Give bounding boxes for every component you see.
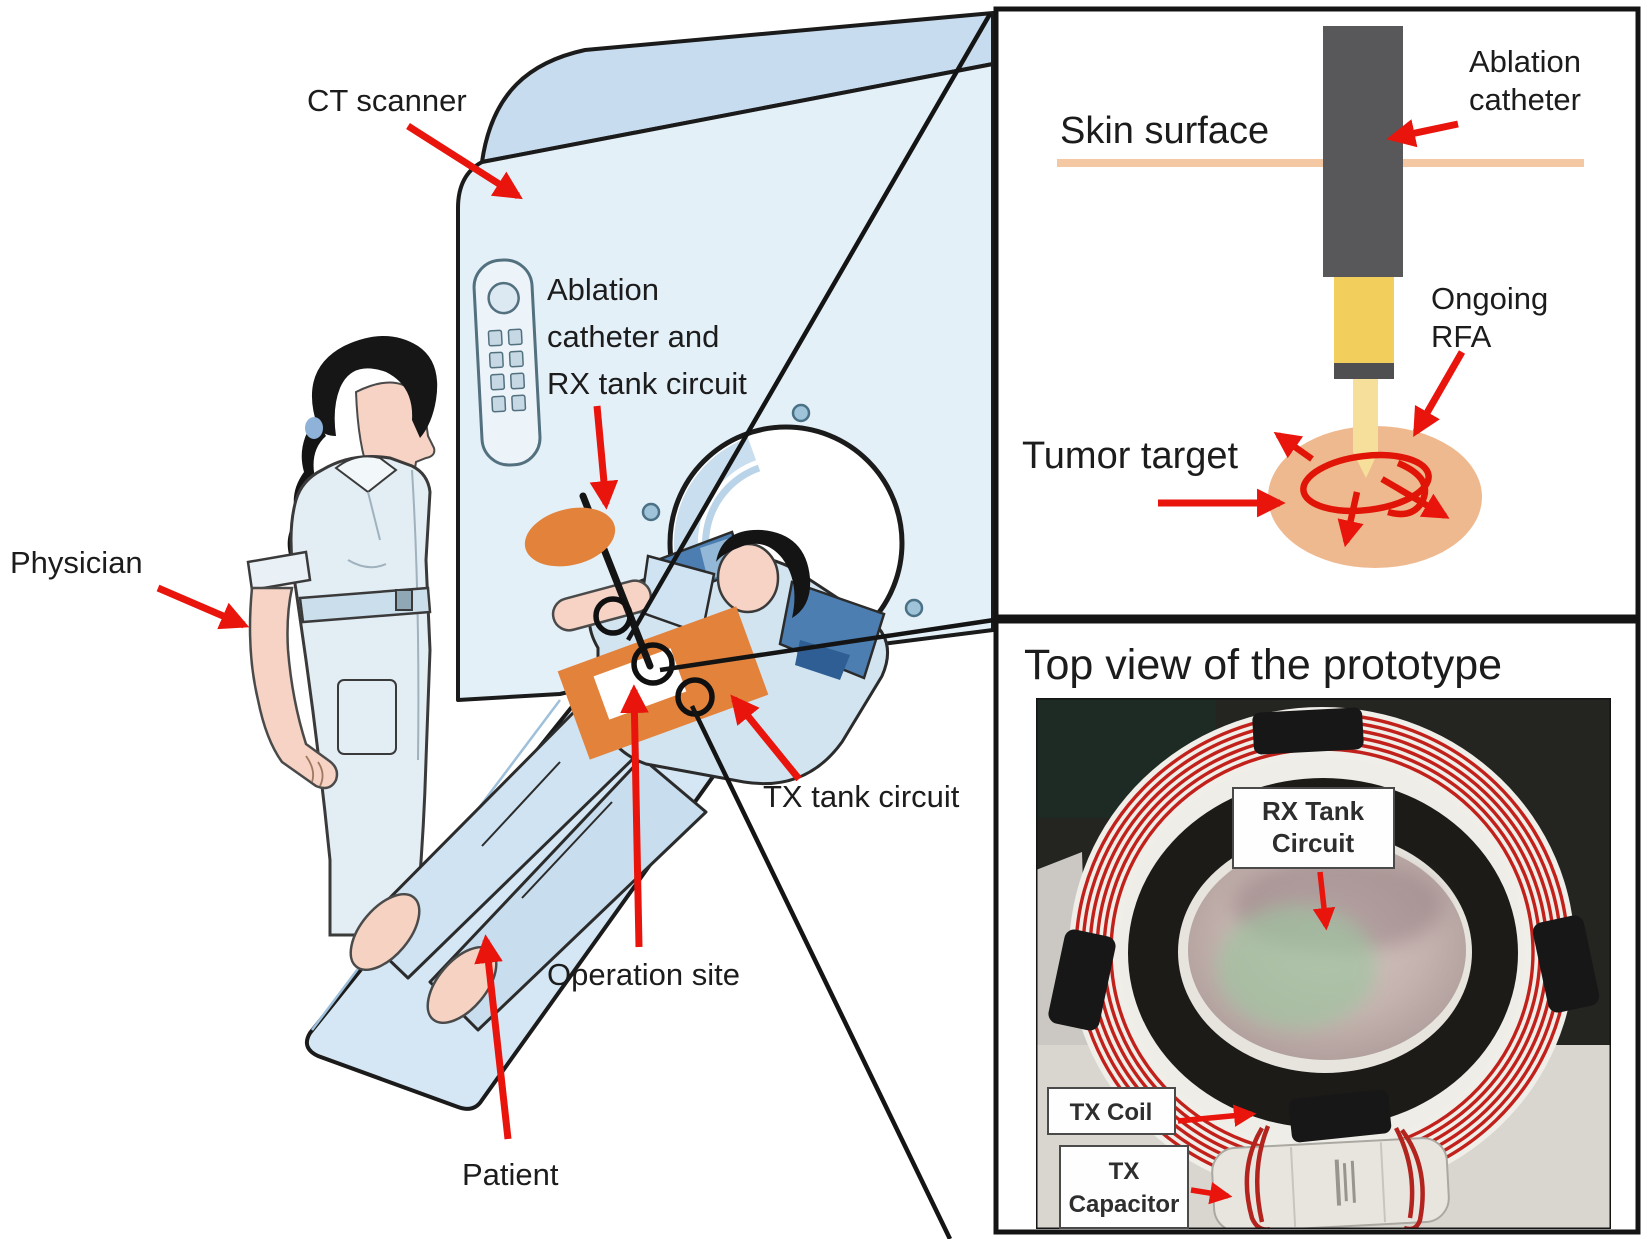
physician-uniform [289,455,432,937]
skin-surface-label: Skin surface [1060,110,1269,152]
rx-tank-label-line1: RX Tank [1262,796,1365,826]
tumor-target-ellipse [1268,426,1482,568]
operation-site-label: Operation site [547,957,740,992]
uniform-collar [334,455,398,494]
tx-tank-circuit-label: TX tank circuit [763,779,960,814]
tx-capacitor-label-line1: TX [1109,1158,1140,1185]
zoom-connector-lines [626,12,995,1239]
tx-capacitor-label-line2: Capacitor [1069,1191,1180,1218]
physician-arrow [156,584,250,630]
tx-coil-label: TX Coil [1070,1099,1153,1126]
disc-green-patch [1217,905,1377,1029]
uniform-pocket [337,679,397,755]
ongoing-rfa-label-line2: RFA [1431,319,1492,354]
physician-hair [311,336,438,438]
prototype-panel: Top view of the prototype [993,618,1641,1235]
physician-figure [246,336,438,937]
rf-markers [524,492,769,760]
patient-arrow [474,934,512,1140]
prototype-panel-title: Top view of the prototype [1024,641,1502,689]
scene-red-arrows [156,123,802,1140]
belt-buckle [395,589,413,611]
rx-tank-label-line2: Circuit [1272,828,1355,858]
ablation-catheter-label-line2: catheter [1469,82,1581,117]
rx-tank-label-box [1232,787,1395,869]
ct-scanner-label: CT scanner [307,83,467,118]
prototype-photo [1036,698,1611,1229]
trouser-creases [481,761,613,899]
operation-site-window [593,648,687,720]
rfa-panel-arrows [1158,119,1466,518]
catheter-dark-band [1334,363,1394,379]
prototype-label-arrows [1177,871,1336,1205]
scanner-bolt-dots [641,403,924,618]
rx-tank-circuit-disc [524,507,616,567]
patient-label: Patient [462,1157,559,1192]
ablation-catheter-body [1323,26,1403,277]
rx-tank-arrow [1312,871,1336,931]
scanner-control-panel [472,258,542,467]
tx-coil-label-box [1047,1087,1176,1135]
tumor-target-label: Tumor target [1022,435,1239,477]
tx-capacitor-cylinder [1211,1137,1450,1229]
ongoing-rfa-arrow [1412,350,1466,437]
ablation-rx-label-line2: catheter and [547,319,719,354]
operation-site-arrow [620,684,649,948]
ablation-rx-label-line1: Ablation [547,272,659,307]
physician-label: Physician [10,545,143,580]
patient-foot-left [349,892,421,972]
ablation-rx-arrow [589,405,619,510]
ongoing-rfa-label-line1: Ongoing [1431,281,1548,316]
tx-capacitor-label-box [1059,1145,1189,1229]
hand-fingers [305,755,324,787]
patient-face [716,542,780,614]
tx-tank-arrow [730,694,802,782]
physician-arm [248,586,339,790]
patient-hair [716,529,811,618]
ablation-catheter-arrow [1386,119,1459,148]
skin-surface-line [1057,159,1584,167]
sleeve-cuff [246,550,312,592]
ct-scanner-roof [480,11,995,164]
ablation-rx-label-line3: RX tank circuit [547,366,747,401]
rfa-energy-swirl [1273,431,1450,548]
ablation-catheter-label-line1: Ablation [1469,44,1581,79]
catheter-yellow-segment [1334,277,1394,363]
tx-capacitor-arrow [1190,1181,1233,1205]
tx-coil-arrow [1177,1104,1257,1127]
ct-scanner-arrow [406,123,523,200]
rfa-zoom-panel: Skin surface Ablation catheter Ongoing R… [993,6,1641,620]
coil-tape-pieces [1048,707,1600,1143]
hair-tie [305,417,323,439]
